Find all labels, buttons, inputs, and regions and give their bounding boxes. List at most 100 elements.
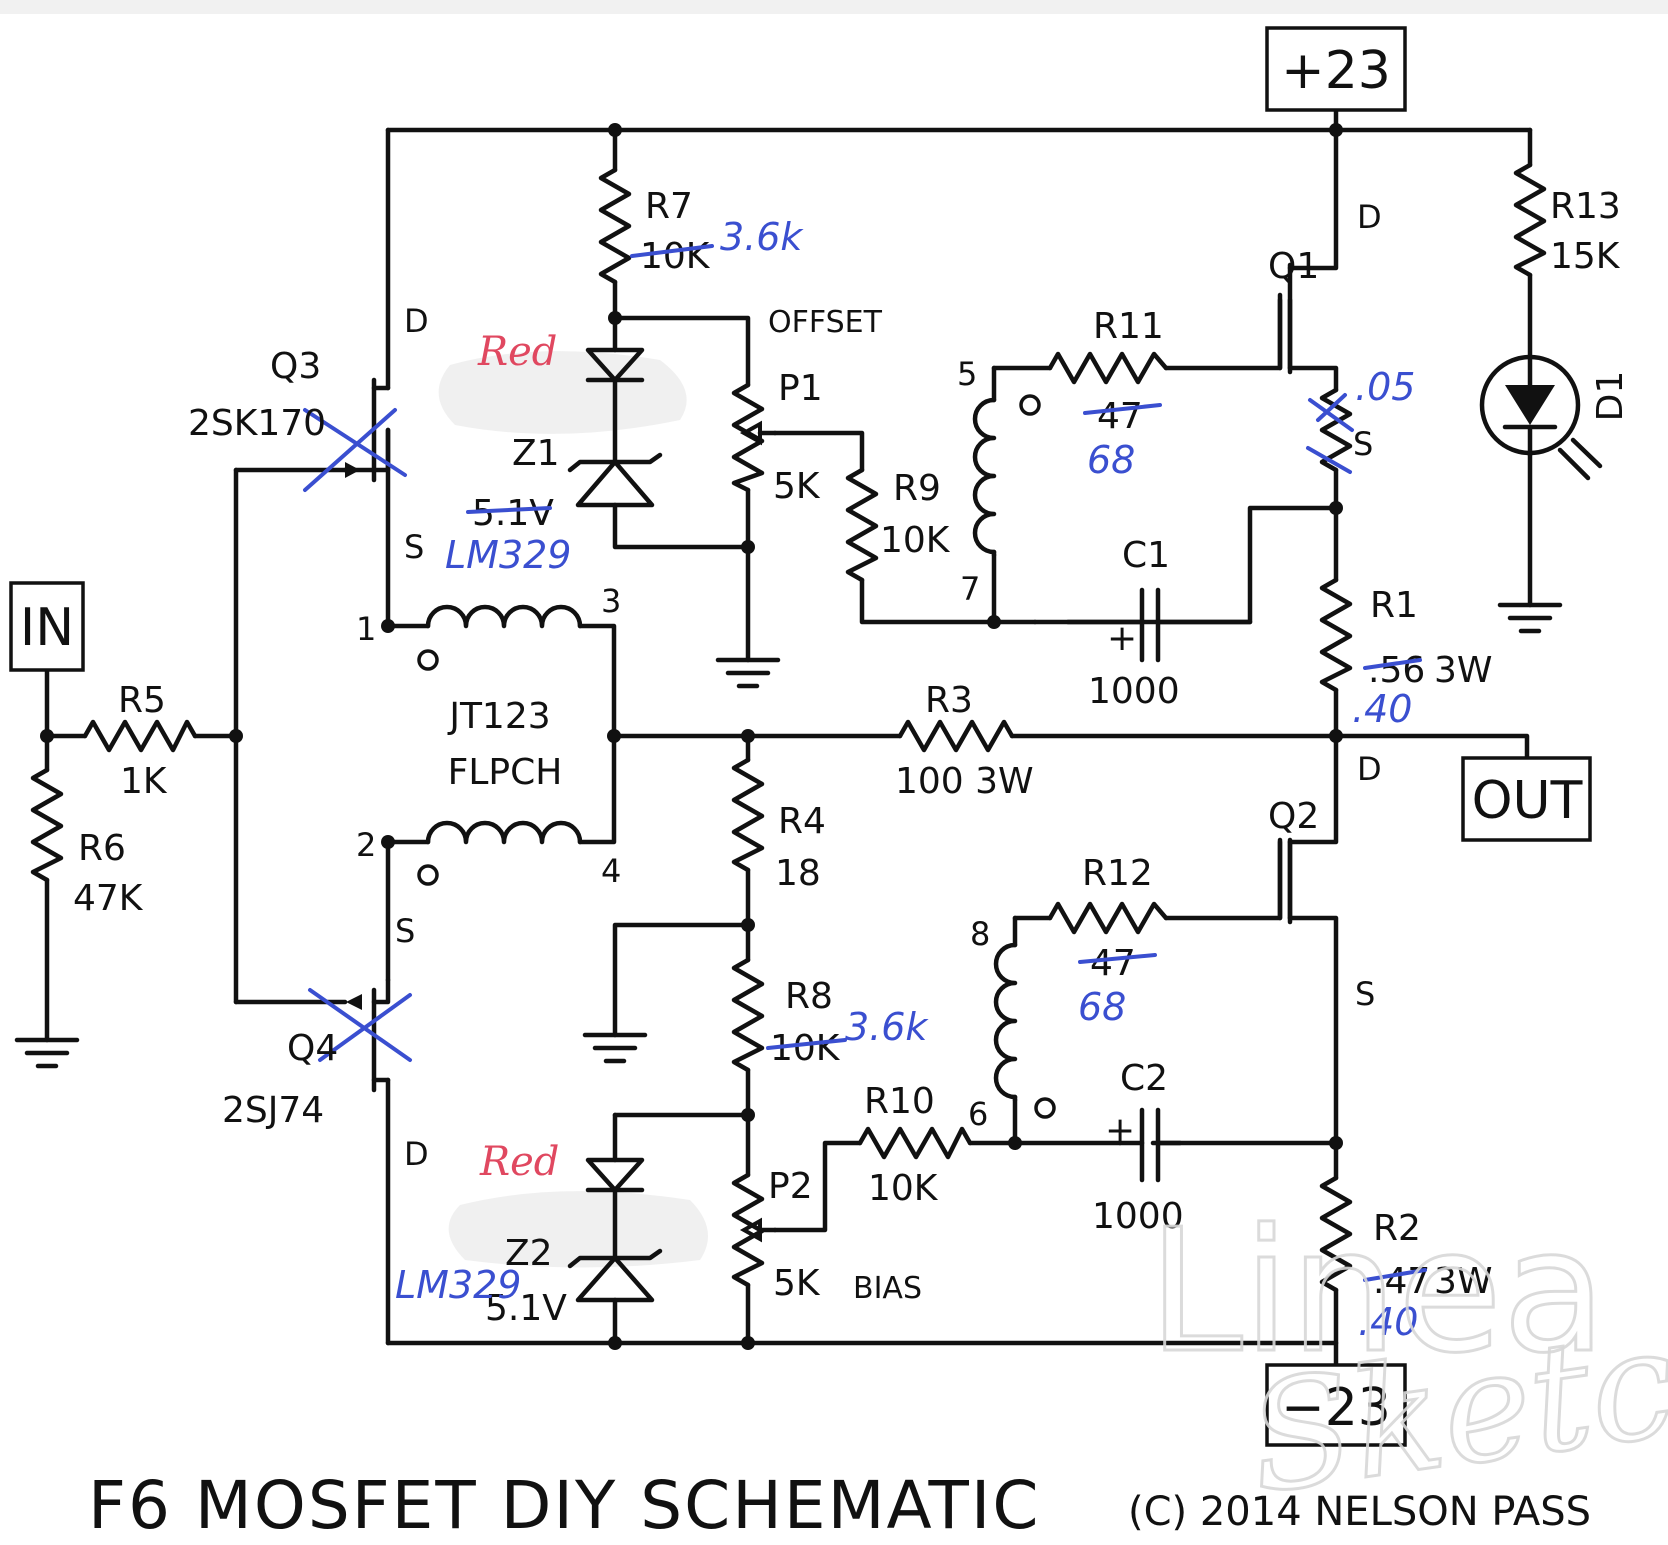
- label-Q4-part: 2SJ74: [222, 1090, 324, 1131]
- label-C2-polarity: +: [1105, 1110, 1135, 1151]
- resistor-R2: [1319, 1175, 1353, 1293]
- edit-q1-source: .05: [1355, 365, 1415, 409]
- label-P1-function: OFFSET: [768, 305, 883, 340]
- label-R4-value: 18: [775, 853, 821, 894]
- label-C1-polarity: +: [1107, 618, 1137, 659]
- resistor-R11: [1047, 351, 1169, 385]
- coil-5-7: [972, 394, 1041, 558]
- label-P1-value: 5K: [773, 466, 821, 507]
- label-C1: C1: [1122, 535, 1170, 576]
- label-Q2: Q2: [1268, 796, 1319, 837]
- label-D1: D1: [1590, 371, 1631, 422]
- svg-text:6: 6: [968, 1095, 988, 1133]
- edit-Z1: LM329: [445, 533, 572, 577]
- edit-R8: 3.6k: [845, 1005, 929, 1049]
- label-Z2-value: 5.1V: [485, 1288, 567, 1329]
- label-R13: R13: [1550, 186, 1621, 227]
- svg-text:1: 1: [356, 610, 376, 648]
- mosfet-Q2: [1277, 837, 1293, 925]
- svg-text:Linea: Linea: [1148, 1193, 1606, 1391]
- svg-text:OUT: OUT: [1472, 771, 1583, 831]
- label-R6: R6: [78, 828, 126, 869]
- mosfet-Q1: [1277, 262, 1293, 375]
- copyright: (C) 2014 NELSON PASS: [1128, 1489, 1591, 1535]
- svg-text:5: 5: [957, 355, 977, 393]
- potentiometer-P2: [731, 1172, 778, 1288]
- svg-text:S: S: [404, 528, 424, 566]
- svg-text:+23: +23: [1281, 41, 1391, 101]
- label-R4: R4: [778, 801, 826, 842]
- svg-text:4: 4: [601, 852, 621, 890]
- svg-text:2: 2: [356, 826, 376, 864]
- diode-Z1: [567, 347, 663, 508]
- label-R12-value: 47: [1090, 943, 1136, 984]
- terminal-negative-rail: −23: [1265, 1363, 1407, 1447]
- resistor-R9: [845, 467, 879, 583]
- jfet-Q4: [308, 977, 412, 1093]
- label-R9-value: 10K: [880, 520, 951, 561]
- label-Q3-part: 2SK170: [188, 403, 326, 444]
- diode-Z2: [567, 1157, 663, 1303]
- transformer-JT123: [417, 604, 583, 886]
- resistor-R13: [1513, 162, 1547, 278]
- component-labels: R5 1K R6 47K Q3 2SK170 Q4 2SJ74 D S S D …: [73, 186, 1631, 1329]
- label-Z2: Z2: [505, 1233, 553, 1274]
- label-R12: R12: [1082, 853, 1153, 894]
- capacitor-C2: [1117, 1107, 1183, 1183]
- edit-R2: .40: [1358, 1300, 1418, 1344]
- page-title: F6 MOSFET DIY SCHEMATIC: [88, 1467, 1040, 1544]
- svg-text:−23: −23: [1281, 1378, 1391, 1438]
- svg-text:3: 3: [601, 582, 621, 620]
- label-T1-line2: FLPCH: [448, 752, 563, 793]
- edit-R12: 68: [1078, 985, 1126, 1029]
- terminal-input: IN: [9, 581, 85, 672]
- label-C2-value: 1000: [1092, 1196, 1184, 1237]
- label-R11-value: 47: [1097, 396, 1143, 437]
- label-P2-value: 5K: [773, 1263, 821, 1304]
- label-R13-value: 15K: [1550, 236, 1621, 277]
- resistor-R1: [1319, 577, 1353, 693]
- label-P2-function: BIAS: [853, 1271, 922, 1306]
- note-Z1-led: Red: [477, 329, 557, 375]
- label-R11: R11: [1093, 306, 1164, 347]
- terminal-positive-rail: +23: [1265, 26, 1407, 112]
- label-R7: R7: [645, 186, 693, 227]
- label-Z1: Z1: [512, 433, 560, 474]
- resistor-R7: [598, 167, 632, 285]
- led-D1: [1479, 354, 1603, 481]
- label-R1: R1: [1370, 585, 1418, 626]
- svg-text:S: S: [1353, 425, 1373, 463]
- label-T1-line1: JT123: [447, 696, 550, 737]
- resistor-R5: [82, 719, 198, 753]
- label-R1-power: 3W: [1434, 650, 1493, 691]
- label-R10: R10: [864, 1081, 935, 1122]
- coil-8-6: [993, 942, 1056, 1119]
- label-R1-value: .56: [1368, 650, 1425, 691]
- edit-R11: 68: [1087, 438, 1135, 482]
- ground-input: [14, 1037, 80, 1069]
- label-R6-value: 47K: [73, 878, 144, 919]
- svg-text:7: 7: [960, 570, 980, 608]
- label-R2-power: 3W: [1434, 1261, 1493, 1302]
- svg-text:D: D: [404, 302, 429, 340]
- ground-R8: [582, 1032, 648, 1064]
- potentiometer-P1: [731, 382, 778, 493]
- edit-Z2: LM329: [395, 1263, 522, 1307]
- label-Q4: Q4: [287, 1028, 338, 1069]
- watermark: Linea Sketch: [1147, 1192, 1668, 1530]
- label-C1-value: 1000: [1088, 671, 1180, 712]
- ground-P1: [715, 657, 781, 689]
- label-R5-value: 1K: [120, 761, 168, 802]
- terminal-output: OUT: [1461, 756, 1592, 842]
- label-Q1: Q1: [1268, 246, 1319, 287]
- label-C2: C2: [1120, 1058, 1168, 1099]
- svg-text:S: S: [1355, 975, 1375, 1013]
- label-Q3: Q3: [270, 346, 321, 387]
- label-R2: R2: [1373, 1208, 1421, 1249]
- edit-R7: 3.6k: [720, 215, 804, 259]
- resistor-R10: [857, 1126, 973, 1160]
- note-Z2-led: Red: [479, 1139, 559, 1185]
- label-R5: R5: [118, 680, 166, 721]
- label-R8: R8: [785, 976, 833, 1017]
